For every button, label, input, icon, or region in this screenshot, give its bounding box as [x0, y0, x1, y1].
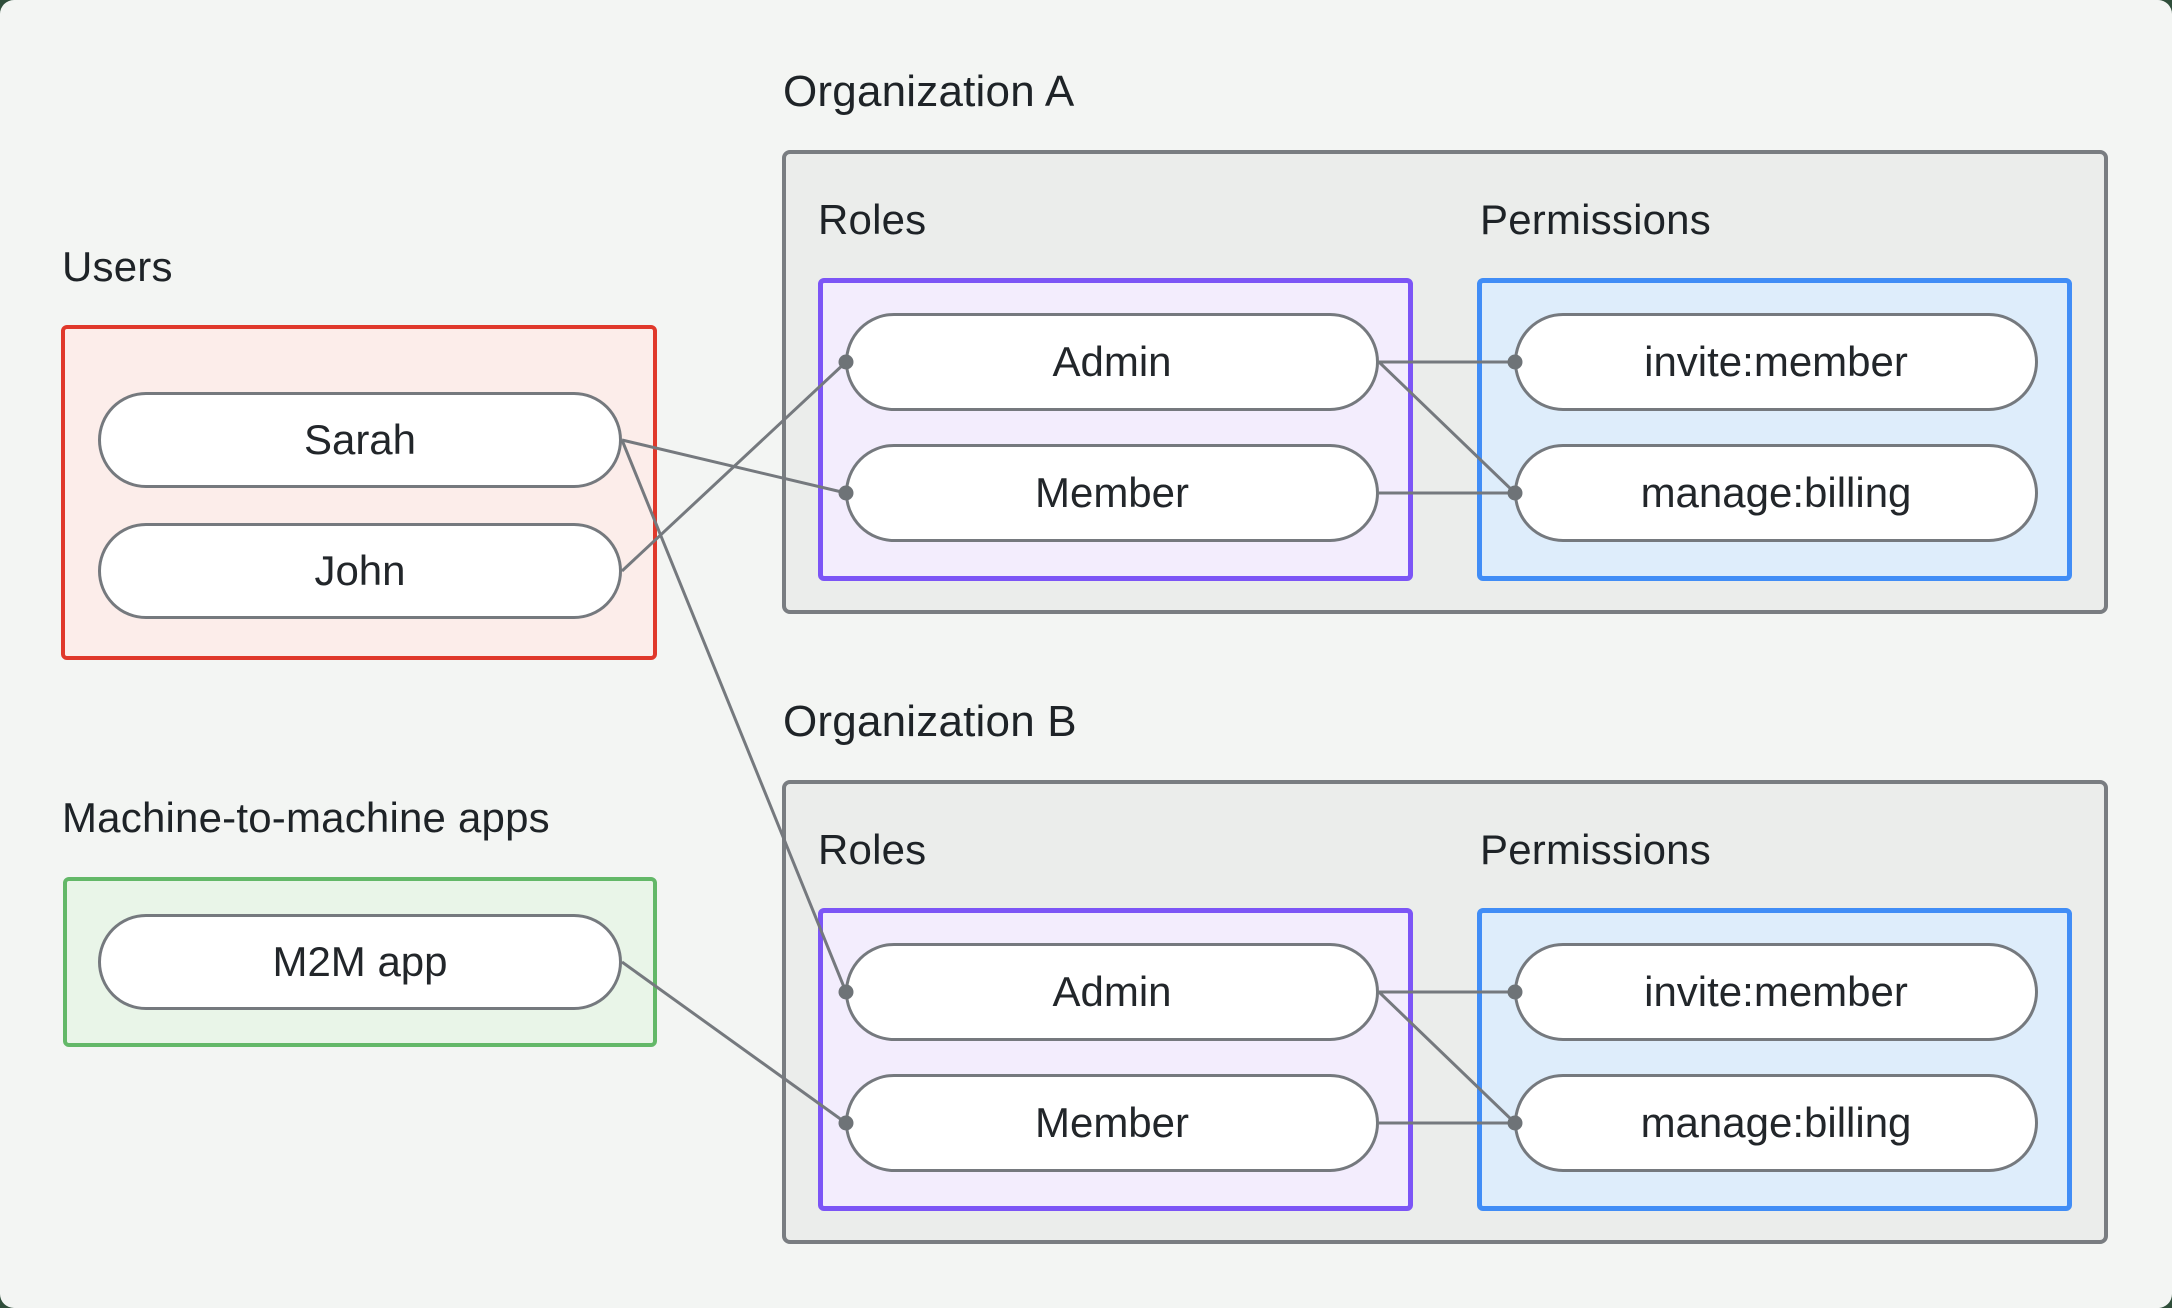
user-node-john: John — [98, 523, 622, 619]
users-section-label: Users — [62, 243, 173, 290]
org-a-role-member: Member — [845, 444, 1379, 542]
org-a-roles-label: Roles — [818, 196, 927, 243]
m2m-node-app: M2M app — [98, 914, 622, 1010]
user-node-sarah: Sarah — [98, 392, 622, 488]
org-b-permissions-label: Permissions — [1480, 826, 1711, 873]
org-b-permission-manage-billing: manage:billing — [1514, 1074, 2038, 1172]
m2m-section-label: Machine-to-machine apps — [62, 794, 550, 841]
org-b-role-member: Member — [845, 1074, 1379, 1172]
org-a-permission-invite-member: invite:member — [1514, 313, 2038, 411]
org-a-permissions-label: Permissions — [1480, 196, 1711, 243]
org-b-roles-label: Roles — [818, 826, 927, 873]
org-a-permission-manage-billing: manage:billing — [1514, 444, 2038, 542]
org-a-role-admin: Admin — [845, 313, 1379, 411]
org-b-role-admin: Admin — [845, 943, 1379, 1041]
org-b-title: Organization B — [783, 697, 1077, 746]
org-b-permission-invite-member: invite:member — [1514, 943, 2038, 1041]
org-a-title: Organization A — [783, 67, 1075, 116]
